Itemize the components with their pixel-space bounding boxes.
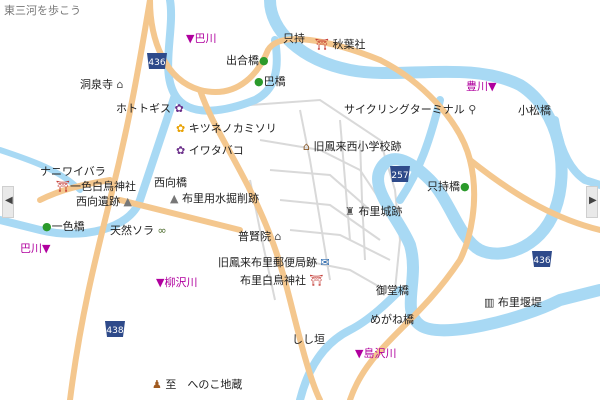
route-shield-436-top: 436 [147, 53, 167, 69]
flower-icon: ✿ [174, 102, 184, 115]
place-dousenji[interactable]: 洞泉寺 ⌂ [80, 78, 124, 91]
toyokawa-river [264, 0, 600, 337]
place-fuir-castle[interactable]: ♜ 布里城跡 [345, 205, 403, 218]
temple-icon: ⌂ [116, 78, 124, 91]
bicycle-icon: ⚲ [468, 103, 477, 116]
jizo-icon: ♟ [152, 378, 162, 391]
place-tadamochi[interactable]: 只持 [283, 32, 305, 45]
bridge-dot-icon: ● [460, 180, 470, 193]
roads [37, 0, 600, 400]
ruins-icon: ▲ [123, 195, 132, 208]
place-kitsune[interactable]: ✿ キツネノカミソリ [176, 122, 277, 135]
bridge-gotoubashi[interactable]: 御堂橋 [376, 284, 409, 297]
place-hototogisu[interactable]: ホトトギス ✿ [116, 102, 184, 115]
map-title: 東三河を歩こう [4, 4, 81, 17]
river-label-tomoe-top[interactable]: ▼巴川 [186, 32, 217, 45]
route-number: 436 [533, 256, 550, 266]
post-office-icon: ✉ [320, 256, 330, 269]
river-marker-icon: ▼ [488, 80, 497, 93]
bridge-dot-icon: ● [254, 75, 264, 88]
torii-icon: ⛩ [315, 38, 329, 51]
river-marker-icon: ▼ [355, 347, 364, 360]
route-shield-257: 257 [390, 166, 410, 182]
bridge-dot-icon: ● [259, 54, 269, 67]
place-old-school[interactable]: ⌂ 旧鳳来西小学校跡 [303, 140, 402, 153]
river-label-shimasawa[interactable]: ▼島沢川 [355, 347, 397, 360]
route-number: 438 [106, 326, 123, 336]
bridge-dot-icon: ● [42, 220, 52, 233]
place-fuir-shrine[interactable]: 布里白鳥神社 ⛩ [240, 274, 324, 287]
route-number: 257 [391, 171, 408, 181]
bridge-meganebashi[interactable]: めがね橋 [370, 313, 414, 326]
temple-icon: ⌂ [274, 230, 282, 243]
place-nishimukai-ruins[interactable]: 西向遺跡 ▲ [76, 195, 132, 208]
place-cycling[interactable]: サイクリングターミナル ⚲ [344, 103, 477, 116]
river-marker-icon: ▼ [156, 276, 165, 289]
pan-left-button[interactable]: ◀ [2, 186, 14, 218]
binoculars-icon: ∞ [157, 224, 167, 237]
route-shield-436-right: 436 [532, 251, 552, 267]
river-label-toyokawa[interactable]: 豊川▼ [466, 80, 497, 93]
flower-icon: ✿ [176, 122, 186, 135]
bridge-shishigaki[interactable]: しし垣 [292, 333, 325, 346]
torii-icon: ⛩ [56, 180, 70, 193]
flower-icon: ✿ [176, 144, 186, 157]
bridge-nishimukaibashi[interactable]: 西向橋 [154, 176, 187, 189]
right-arrow-icon: ▶ [589, 195, 597, 206]
bridge-dejibashi[interactable]: 出合橋● [226, 54, 269, 67]
castle-icon: ♜ [345, 205, 355, 218]
bridge-ichishikibashi[interactable]: ●一色橋 [42, 220, 85, 233]
river-marker-icon: ▼ [186, 32, 195, 45]
school-icon: ⌂ [303, 140, 310, 153]
place-iwatabako[interactable]: ✿ イワタバコ [176, 144, 244, 157]
ruins-icon: ▲ [170, 192, 179, 205]
pan-right-button[interactable]: ▶ [586, 186, 598, 218]
route-shield-438: 438 [105, 321, 125, 337]
place-heboko[interactable]: ♟ 至 へのこ地蔵 [152, 378, 243, 391]
place-fukenin[interactable]: 普賢院 ⌂ [238, 230, 282, 243]
left-arrow-icon: ◀ [5, 195, 13, 206]
place-naniwaibara[interactable]: ナニワイバラ [40, 165, 106, 178]
place-water-ruins[interactable]: ▲ 布里用水掘削跡 [170, 192, 259, 205]
place-fuir-weir[interactable]: ▥ 布里堰堤 [484, 296, 542, 309]
town-streets [249, 98, 402, 301]
tomoe-river [164, 0, 281, 115]
waterfall-icon: ▥ [484, 296, 495, 309]
bridge-tadamochibashi[interactable]: 只持橋● [427, 180, 470, 193]
place-tennen-sora[interactable]: 天然ソラ ∞ [110, 224, 167, 237]
place-akiha[interactable]: ⛩ 秋葉社 [315, 38, 366, 51]
river-marker-icon: ▼ [42, 242, 51, 255]
route-number: 436 [148, 58, 165, 68]
place-old-post[interactable]: 旧鳳来布里郵便局跡 ✉ [218, 256, 330, 269]
bridge-tomoebashi[interactable]: ●巴橋 [254, 75, 286, 88]
torii-icon: ⛩ [309, 274, 324, 287]
bridge-komatsubashi[interactable]: 小松橋 [518, 104, 551, 117]
river-label-yanagisawa[interactable]: ▼柳沢川 [156, 276, 198, 289]
river-label-tomoe-left[interactable]: 巴川▼ [20, 242, 51, 255]
place-isshiki-shrine[interactable]: ⛩一色白鳥神社 [56, 180, 136, 193]
